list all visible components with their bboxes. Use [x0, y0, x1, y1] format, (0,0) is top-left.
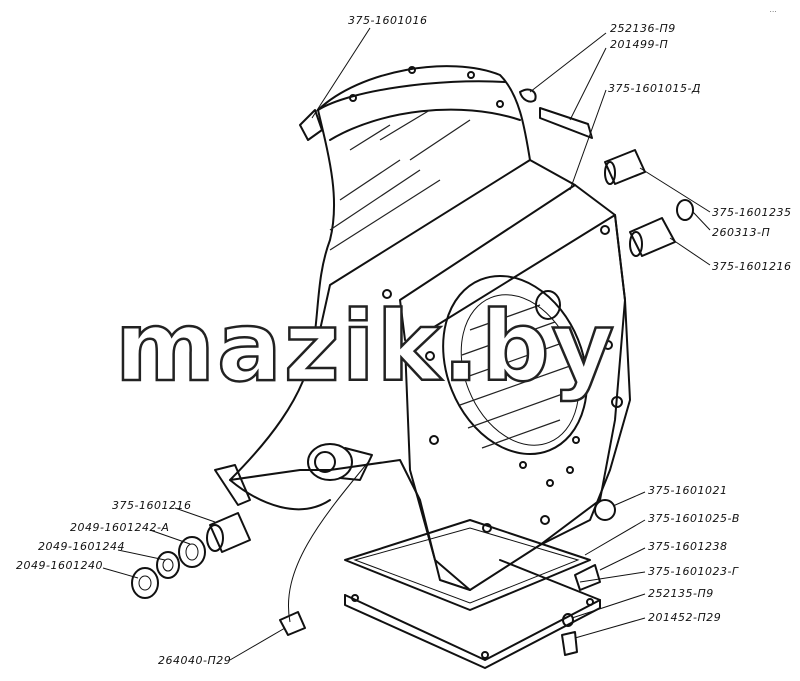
label-264040-p29: 264040-П29 [158, 654, 231, 667]
label-375-1601025-v: 375-1601025-В [648, 512, 740, 525]
label-375-1601238: 375-1601238 [648, 540, 727, 553]
label-201499-p: 201499-П [610, 38, 668, 51]
label-2049-1601242-a: 2049-1601242-А [70, 521, 169, 534]
sensor-wire [279, 459, 371, 636]
label-375-1601021: 375-1601021 [648, 484, 727, 497]
label-375-1601016: 375-1601016 [348, 14, 427, 27]
pin-and-circlip [519, 88, 593, 139]
bushings-right [604, 149, 694, 257]
label-2049-1601244: 2049-1601244 [38, 540, 125, 553]
bottom-cover-and-gasket [344, 519, 601, 669]
label-252136-p9: 252136-П9 [610, 22, 676, 35]
label-375-1601015-d: 375-1601015-Д [608, 82, 701, 95]
label-252135-p9: 252135-П9 [648, 587, 714, 600]
corner-mark: ... [770, 7, 777, 14]
label-201452-p29: 201452-П29 [648, 611, 721, 624]
watermark-text: mazik.by [115, 291, 616, 403]
label-375-1601235: 375-1601235 [712, 206, 791, 219]
label-260313-p: 260313-П [712, 226, 770, 239]
leader-lines [102, 27, 711, 661]
label-375-1601216-left: 375-1601216 [112, 499, 191, 512]
label-375-1601023-g: 375-1601023-Г [648, 565, 739, 578]
part-labels: 375-1601016 252136-П9 201499-П 375-16010… [16, 14, 791, 667]
label-2049-1601240: 2049-1601240 [16, 559, 103, 572]
clutch-housing [214, 65, 631, 591]
small-bushings-lower-right [561, 499, 616, 656]
bearing-stack-left [131, 512, 251, 599]
label-375-1601216-right: 375-1601216 [712, 260, 791, 273]
